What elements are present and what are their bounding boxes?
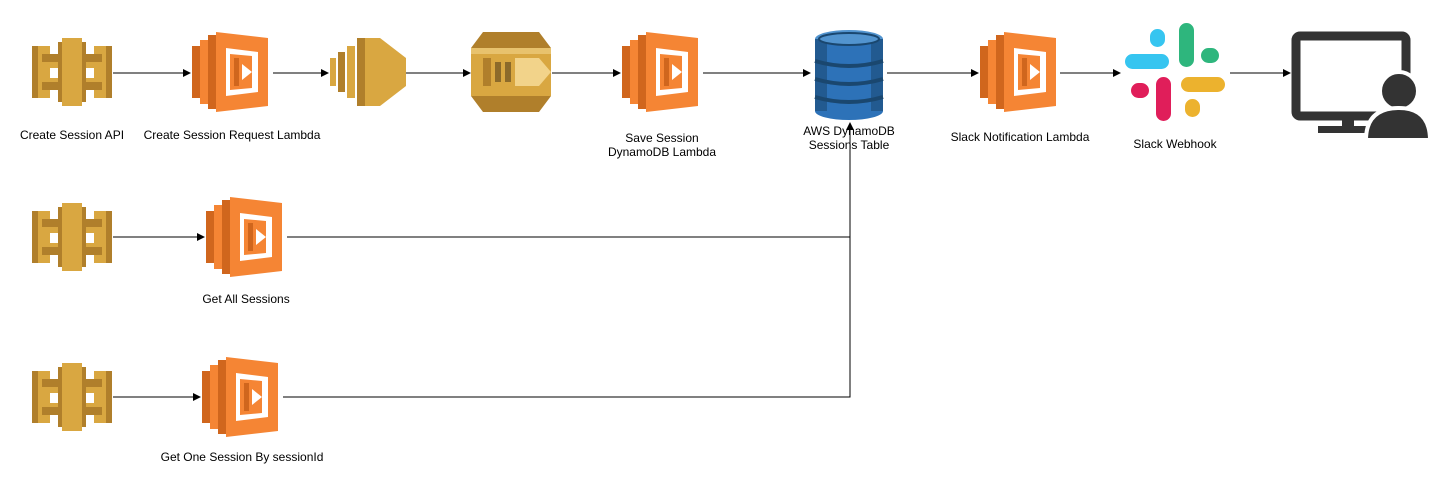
dynamodb-icon[interactable] [813,28,885,122]
api-gateway-icon[interactable] [32,38,112,106]
save-session-lambda-label: Save Session DynamoDB Lambda [608,131,716,159]
slack-webhook-label: Slack Webhook [1133,137,1217,151]
lambda-icon[interactable] [622,32,698,112]
save-session-lambda-label-line2: DynamoDB Lambda [607,145,717,159]
get-all-sessions-label: Get All Sessions [202,292,290,306]
dynamodb-label-line2: Sessions Table [808,138,890,152]
edge-getone-lambda-to-dynamodb [283,237,851,398]
lambda-icon[interactable] [980,32,1056,112]
sqs-icon[interactable] [471,32,551,112]
monitor-user-icon[interactable] [1291,31,1433,142]
slack-icon[interactable] [1125,23,1225,121]
api-gateway-icon[interactable] [32,363,112,431]
api-gateway-icon[interactable] [32,203,112,271]
slack-notification-lambda-label: Slack Notification Lambda [950,130,1090,144]
dynamodb-label: AWS DynamoDB Sessions Table [803,124,895,152]
save-session-lambda-label-line1: Save Session [625,131,699,145]
edges [113,69,1291,401]
lambda-icon[interactable] [206,197,282,277]
sns-icon[interactable] [330,38,406,106]
lambda-icon[interactable] [202,357,278,437]
edge-getall-lambda-to-dynamodb [287,122,854,238]
get-one-session-label: Get One Session By sessionId [160,450,324,464]
create-session-request-lambda-label: Create Session Request Lambda [143,128,321,142]
create-session-api-label: Create Session API [19,128,125,142]
dynamodb-label-line1: AWS DynamoDB [803,124,895,138]
lambda-icon[interactable] [192,32,268,112]
